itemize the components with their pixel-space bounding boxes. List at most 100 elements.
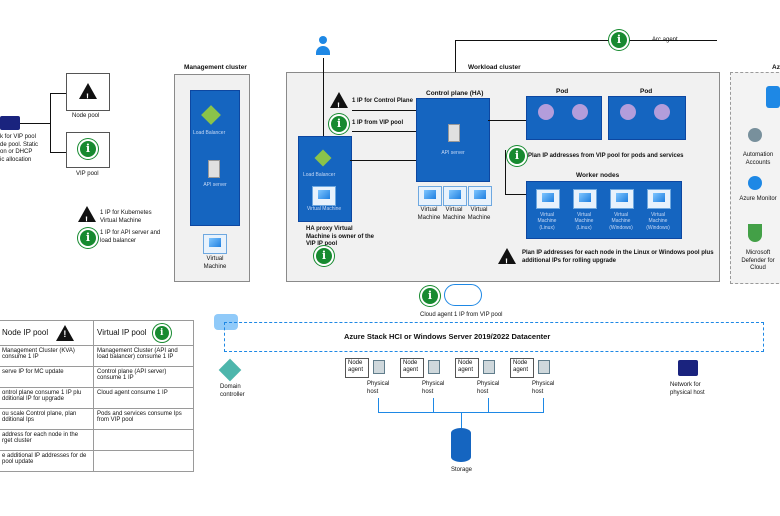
cp-vm-label: Virtual Machine (442, 207, 466, 221)
api-server-label: API server (441, 150, 465, 156)
vm-icon (647, 189, 671, 209)
pod-title: Pod (640, 88, 653, 95)
vm-icon (610, 189, 634, 209)
management-cluster-title: Management cluster (184, 64, 247, 71)
server-icon (373, 360, 385, 374)
table-header-label: Node IP pool (2, 328, 49, 338)
vip-pool-label: VIP pool (76, 171, 99, 177)
table-cell: serve IP for MC update (0, 366, 94, 388)
table-cell: Control plane (API server) consume 1 IP (93, 366, 194, 388)
pod-note: Plan IP addresses from VIP pool for pods… (528, 153, 684, 159)
connector (455, 40, 611, 41)
server-icon (538, 360, 550, 374)
node-agent: Node agent (510, 358, 534, 378)
table-header: Virtual IP pool i (93, 320, 194, 346)
ip-pool-table: Node IP pool Virtual IP pool i Managemen… (0, 320, 194, 472)
datacenter-title: Azure Stack HCI or Windows Server 2019/2… (344, 332, 551, 341)
node-agent: Node agent (400, 358, 424, 378)
left-note-line: k for VIP pool (0, 134, 36, 140)
table-row: serve IP for MC update Control plane (AP… (0, 366, 194, 388)
server-icon (208, 160, 220, 178)
datacenter-band (224, 322, 764, 352)
haproxy-lb-label: Load Balancer (303, 172, 336, 178)
connector (505, 150, 506, 194)
defender-label: Microsoft Defender for Cloud (741, 250, 775, 271)
worker-vm-label: Virtual Machine (Windows) (609, 212, 633, 231)
worker-note: Plan IP addresses for each node in the L… (522, 250, 714, 264)
connector (50, 93, 51, 153)
haproxy-vm-label: Virtual Machine (306, 206, 342, 212)
connector (455, 40, 456, 72)
container-icon (654, 104, 670, 120)
node-agent: Node agent (345, 358, 369, 378)
vm-icon (443, 186, 467, 206)
network-label: Network for physical host (670, 382, 705, 396)
physical-host-label: Physical host (532, 381, 555, 395)
ip-api-lb-note: 1 IP for API server and load balancer (100, 230, 161, 244)
table-cell: ou scale Control plane, plan dditional I… (0, 408, 94, 430)
connector (461, 412, 462, 428)
physical-host-label: Physical host (477, 381, 500, 395)
table-row: e additional IP addresses for de pool up… (0, 450, 194, 472)
ha-proxy-vm (298, 136, 352, 222)
storage-label: Storage (451, 467, 473, 473)
kubernetes-icon (766, 86, 780, 108)
table-cell: Pods and services consume Ips from VIP p… (93, 408, 194, 430)
connector (352, 131, 416, 132)
connector (543, 398, 544, 412)
ip-k8s-vm-note: 1 IP for Kubernetes Virtual Machine (100, 210, 152, 224)
workload-cluster-title: Workload cluster (468, 64, 521, 71)
physical-host-label: Physical host (422, 381, 445, 395)
left-note-line: on or DHCP (0, 149, 33, 155)
table-row: ontrol plane consume 1 IP plu dditional … (0, 387, 194, 409)
connector (20, 123, 50, 124)
info-icon: i (331, 116, 347, 132)
domain-controller-icon (218, 358, 242, 382)
vm-icon (536, 189, 560, 209)
vm-icon (418, 186, 442, 206)
table-cell: Management Cluster (KVA) consume 1 IP (0, 345, 94, 367)
node-agent: Node agent (455, 358, 479, 378)
connector (50, 93, 66, 94)
storage-icon (451, 428, 471, 462)
worker-vm-label: Virtual Machine (Linux) (537, 212, 557, 231)
connector (488, 398, 489, 412)
connector (505, 194, 526, 195)
worker-vm-label: Virtual Machine (Windows) (646, 212, 670, 231)
warning-icon (79, 83, 97, 99)
pod (608, 96, 686, 140)
left-note-line: ic allocation (0, 156, 32, 163)
node-pool-label: Node pool (72, 113, 100, 119)
table-row: ou scale Control plane, plan dditional I… (0, 408, 194, 430)
node-pool-box (66, 73, 110, 111)
info-icon: i (422, 288, 438, 304)
container-icon (620, 104, 636, 120)
arc-agent-icon: i (611, 32, 627, 48)
monitor-label: Azure Monitor (739, 196, 777, 202)
cloud-agent-label: Cloud agent 1 IP from VIP pool (420, 312, 503, 318)
container-icon (538, 104, 554, 120)
user-icon (316, 36, 330, 56)
left-note: k for VIP pool de pool. Static on or DHC… (0, 134, 70, 164)
vip-pool-box: i (66, 132, 110, 168)
server-icon (448, 124, 460, 142)
ip-from-vip-note: 1 IP from VIP pool (352, 120, 404, 126)
warning-icon (330, 92, 348, 108)
table-cell: address for each node in the rget cluste… (0, 429, 94, 451)
table-cell (93, 450, 194, 472)
warning-icon (498, 248, 516, 264)
pod-title: Pod (556, 88, 569, 95)
haproxy-note: HA proxy Virtual Machine is owner of the… (306, 226, 375, 247)
connector (378, 398, 379, 412)
network-switch-icon (0, 116, 20, 130)
connector (50, 152, 66, 153)
physical-host-label: Physical host (367, 381, 390, 395)
cp-vm-label: Virtual Machine (417, 207, 441, 221)
azure-label: Az (772, 64, 780, 71)
server-icon (483, 360, 495, 374)
info-icon: i (80, 230, 96, 246)
mgmt-lb-label: Load Balancer (193, 130, 226, 136)
vm-icon (573, 189, 597, 209)
table-header: Node IP pool (0, 320, 94, 346)
control-plane-title: Control plane (HA) (426, 90, 484, 97)
